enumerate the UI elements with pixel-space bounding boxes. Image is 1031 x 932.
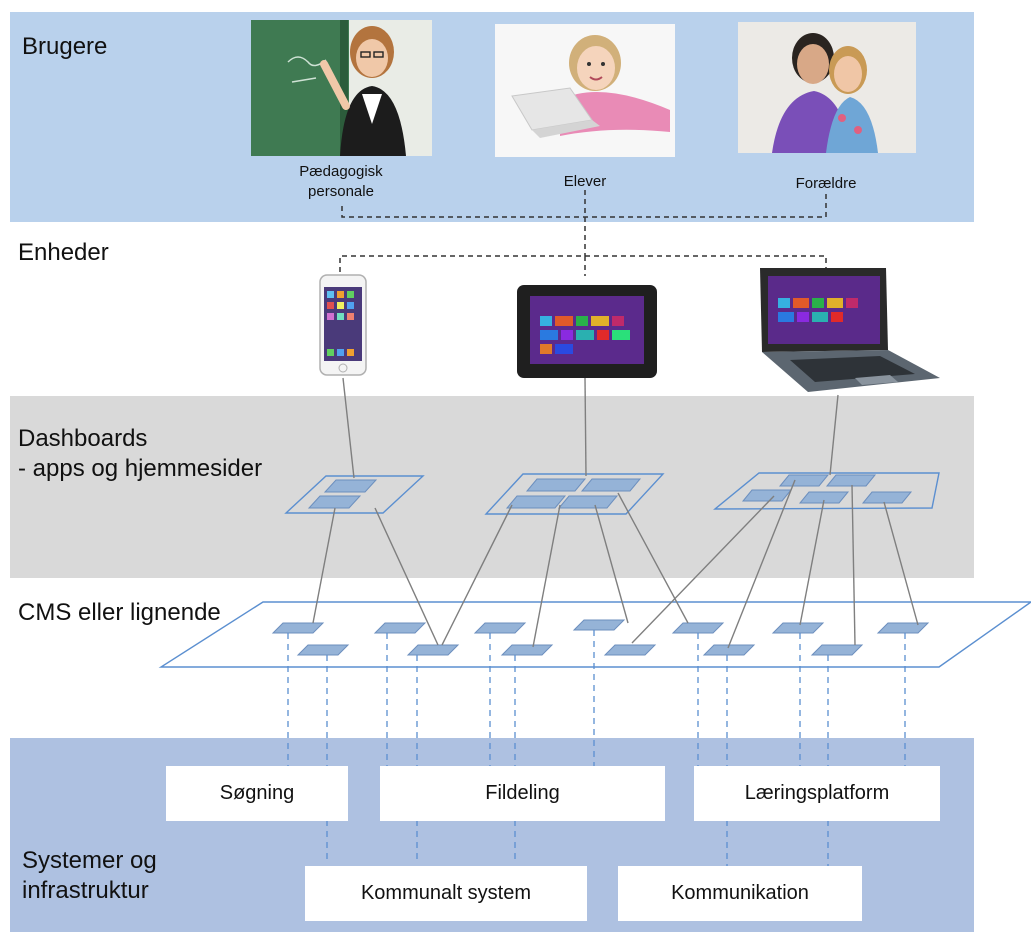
tablet-icon [517, 285, 657, 378]
cms-platform [158, 601, 1031, 668]
layer-title-systems: Systemer og infrastruktur [22, 847, 157, 904]
dashboard-platform-middle [484, 473, 665, 515]
laptop-icon [760, 268, 940, 392]
user-device-connector [339, 190, 827, 276]
user-label-students: Elever [563, 173, 607, 190]
system-box-search: Søgning [166, 766, 348, 821]
dashboard-tiles [307, 474, 913, 509]
cms-tiles [271, 619, 930, 656]
layer-title-cms: CMS eller lignende [18, 599, 221, 626]
system-box-learning-platform: Læringsplatform [694, 766, 940, 821]
system-box-communication: Kommunikation [618, 866, 862, 921]
user-label-staff: Pædagogisk personale [299, 163, 383, 200]
child-with-laptop-photo [495, 24, 675, 157]
system-box-municipal-system: Kommunalt system [305, 866, 587, 921]
solid-connectors [312, 377, 919, 649]
teacher-at-chalkboard-photo [251, 20, 432, 156]
dashboard-platform-group [284, 472, 940, 515]
layer-title-devices: Enheder [18, 239, 109, 266]
user-label-parents: Forældre [795, 175, 857, 192]
dashboards-band [10, 396, 974, 578]
smartphone-icon [319, 274, 367, 376]
layer-title-users: Brugere [22, 33, 108, 60]
dashboard-platform-left [284, 475, 425, 514]
dashboard-platform-right [713, 472, 940, 510]
layer-title-dashboards: Dashboards - apps og hjemmesider [18, 425, 263, 482]
parents-couple-photo [738, 22, 916, 153]
dashed-links [287, 630, 906, 866]
system-box-file-sharing: Fildeling [380, 766, 665, 821]
